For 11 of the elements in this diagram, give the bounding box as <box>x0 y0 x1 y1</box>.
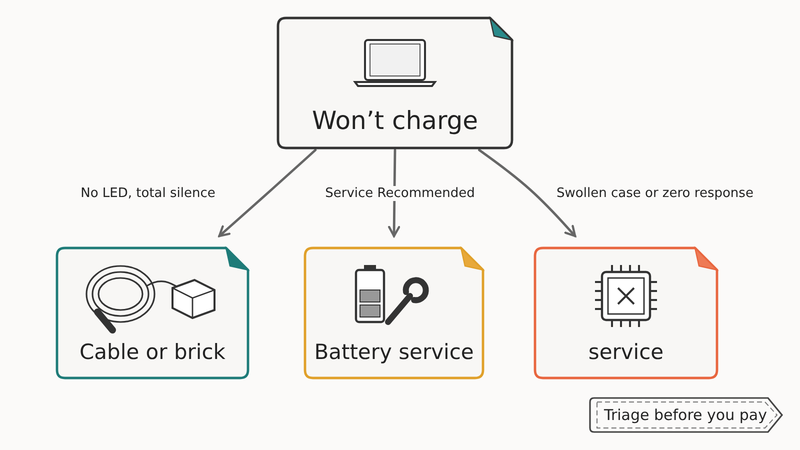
tag-note: Triage before you pay <box>590 398 782 432</box>
node-title: service <box>588 340 664 364</box>
node-title: Battery service <box>314 340 474 364</box>
note-card <box>535 248 717 378</box>
note-card <box>305 248 483 378</box>
node-title: Cable or brick <box>80 340 226 364</box>
arrow <box>478 148 576 238</box>
arrow <box>218 148 317 238</box>
node-title: Won’t charge <box>312 106 478 135</box>
note-card <box>57 248 248 378</box>
note-card <box>278 18 512 148</box>
